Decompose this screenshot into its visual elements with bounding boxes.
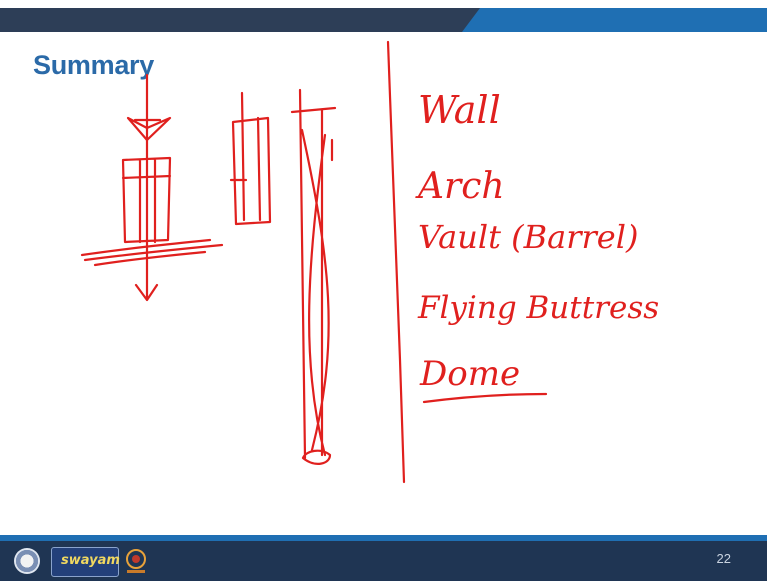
load-arrow-sketch — [134, 73, 159, 302]
iit-emblem-icon — [14, 548, 40, 574]
top-banner — [0, 8, 767, 32]
note-dome: Dome — [419, 354, 520, 394]
column-sketch — [121, 156, 172, 244]
note-wall: Wall — [418, 88, 501, 132]
divider-line — [386, 40, 406, 484]
swayam-logo: swayam — [51, 547, 120, 577]
base-line-sketch — [80, 238, 224, 267]
note-flying-buttress: Flying Buttress — [417, 290, 659, 326]
nptel-logo — [126, 549, 146, 573]
dome-underline — [422, 392, 548, 404]
note-arch: Arch — [415, 166, 505, 207]
note-vault: Vault (Barrel) — [418, 218, 638, 256]
wall-sketch — [229, 91, 272, 226]
page-number: 22 — [716, 551, 731, 566]
tall-column-sketch — [290, 88, 337, 465]
footer-accent-line — [0, 535, 767, 541]
swayam-logo-text: swayam — [61, 553, 120, 568]
slide-title: Summary — [33, 50, 154, 80]
